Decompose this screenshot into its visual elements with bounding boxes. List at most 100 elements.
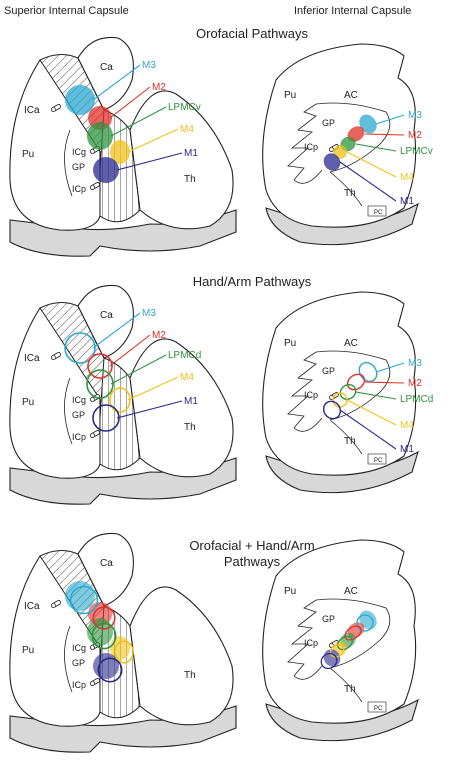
label-icp: ICp <box>72 184 86 194</box>
label-ac: AC <box>344 90 358 101</box>
putamen-boundary <box>287 103 323 184</box>
left-m2-label: M2 <box>152 82 166 93</box>
right-m3-label: M3 <box>408 110 422 121</box>
label-putamen: Pu <box>22 397 34 408</box>
left-lpmcv-leader-line <box>110 106 167 137</box>
label-putamen-right: Pu <box>284 586 296 597</box>
combined-left-m1-fill <box>93 653 119 679</box>
label-ica: ICa <box>24 105 40 116</box>
right-m3-region <box>359 114 377 134</box>
label-caudate: Ca <box>100 558 113 569</box>
left-brain-base <box>9 457 237 505</box>
left-m4-region <box>110 140 130 164</box>
gp-boundary <box>64 377 73 445</box>
right-m1-label: M1 <box>400 196 414 207</box>
label-pc: PC <box>374 706 383 712</box>
capsule-marker-icon <box>51 352 61 360</box>
right-m3-label: M3 <box>408 358 422 369</box>
capsule-marker-icon <box>51 600 61 608</box>
combined-left-m3-fill <box>65 581 95 611</box>
left-m2-label: M2 <box>152 330 166 341</box>
label-icp-right: ICp <box>304 638 318 648</box>
right-m4-label: M4 <box>400 420 414 431</box>
right-m2-leader-line <box>364 381 405 384</box>
right-m3-leader-line <box>375 362 405 373</box>
gp-arc <box>315 598 391 669</box>
left-m4-label: M4 <box>180 124 194 135</box>
left-m3-label: M3 <box>142 60 156 71</box>
right-lpmcv-label: LPMCv <box>400 146 433 157</box>
combined-left-m2-outline <box>92 606 116 630</box>
left-m2-region <box>87 353 113 379</box>
label-caudate: Ca <box>100 62 113 73</box>
panel-title: Hand/Arm Pathways <box>193 274 312 289</box>
gp-boundary <box>64 129 73 197</box>
left-m4-leader-line <box>127 376 179 401</box>
label-gp: GP <box>72 658 85 668</box>
gp-boundary <box>64 625 73 693</box>
thalamus-boundary <box>329 419 363 455</box>
label-thalamus-right: Th <box>344 684 356 695</box>
caudate-region <box>77 532 134 607</box>
panel-title-line: Orofacial Pathways <box>196 26 308 41</box>
right-m2-label: M2 <box>408 130 422 141</box>
thalamus-boundary <box>329 667 363 703</box>
left-m3-region <box>64 332 96 364</box>
label-gp: GP <box>72 410 85 420</box>
panel-title: Orofacial Pathways <box>196 26 308 41</box>
putamen-boundary <box>287 599 323 680</box>
label-thalamus: Th <box>184 670 196 681</box>
left-brain-base <box>9 209 237 257</box>
column-header-left: Superior Internal Capsule <box>4 5 129 17</box>
right-lpmcd-leader-line <box>355 391 397 400</box>
panel-title-line: Orofacial + Hand/Arm <box>189 538 314 553</box>
left-lpmcv-region <box>87 122 113 150</box>
combined-right-m3-outline <box>356 614 374 632</box>
label-thalamus: Th <box>184 422 196 433</box>
thalamus-boundary <box>329 171 363 207</box>
left-m1-region <box>93 157 119 183</box>
gp-arc <box>315 102 391 173</box>
label-icp-right: ICp <box>304 142 318 152</box>
label-gp: GP <box>72 162 85 172</box>
label-icp: ICp <box>72 680 86 690</box>
right-hemisphere-outline <box>262 539 417 724</box>
right-m4-region <box>332 392 348 408</box>
label-icg: ICg <box>72 147 86 157</box>
thalamus-region <box>129 90 234 230</box>
left-m3-region <box>65 85 95 115</box>
left-m1-leader-line <box>116 152 183 171</box>
combined-right-m4-outline <box>329 644 345 658</box>
left-lpmcd-leader-line <box>110 354 167 385</box>
right-lpmcd-label: LPMCd <box>400 394 433 405</box>
column-header-right: Inferior Internal Capsule <box>294 5 411 17</box>
combined-left-m4-outline <box>114 640 134 664</box>
caudate-region <box>77 284 134 359</box>
right-m1-leader-line <box>339 161 397 202</box>
combined-left-m1-outline <box>97 657 123 683</box>
capsule-marker-icon <box>90 430 100 438</box>
right-m1-region <box>322 400 342 420</box>
right-m4-leader-line <box>346 399 397 426</box>
label-putamen-right: Pu <box>284 338 296 349</box>
combined-left-lpmcd-outline <box>91 622 117 650</box>
left-m4-leader-line <box>127 128 179 153</box>
label-caudate: Ca <box>100 310 113 321</box>
right-hemisphere-outline <box>262 43 417 228</box>
left-m2-leader-line <box>109 334 151 367</box>
left-lpmcv-label: LPMCv <box>168 102 201 113</box>
label-thalamus-right: Th <box>344 188 356 199</box>
gp-arc <box>315 350 391 421</box>
panel-title-line: Hand/Arm Pathways <box>193 274 312 289</box>
pc-marker-icon <box>367 453 387 465</box>
caudate-region <box>77 36 134 111</box>
left-m4-label: M4 <box>180 372 194 383</box>
label-icp: ICp <box>72 432 86 442</box>
left-m3-label: M3 <box>142 308 156 319</box>
capsule-marker-icon <box>51 104 61 112</box>
label-icg: ICg <box>72 395 86 405</box>
right-m1-region <box>323 153 341 171</box>
